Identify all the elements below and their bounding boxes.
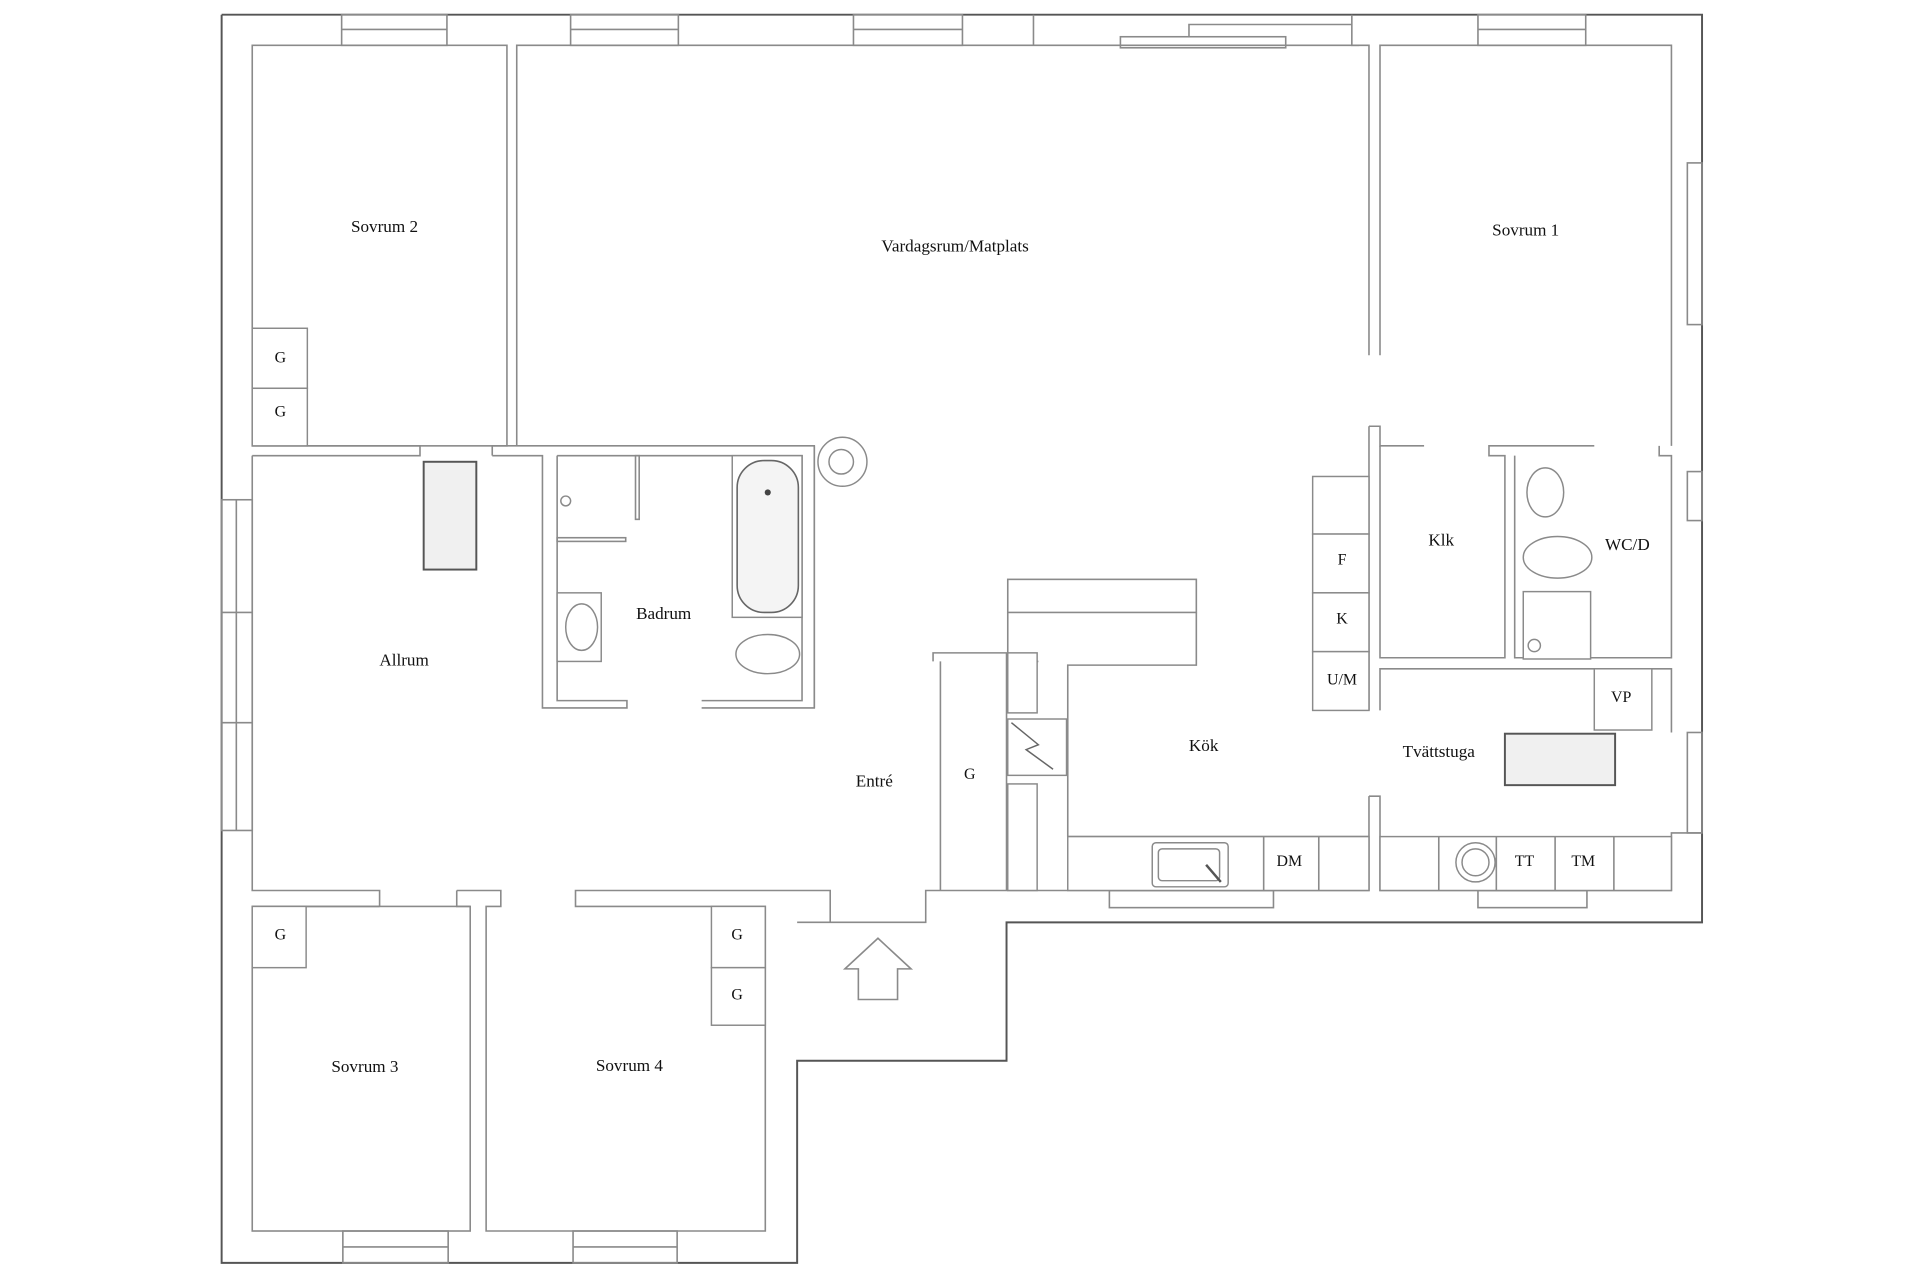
room-labels: Sovrum 2 Vardagsrum/Matplats Sovrum 1 Al… — [331, 217, 1649, 1076]
entrance-arrow-icon — [842, 937, 914, 1001]
wc-sink-icon — [1526, 467, 1565, 518]
room-label-kok: Kök — [1189, 736, 1219, 755]
heat-pump-label: VP — [1611, 689, 1631, 706]
wardrobe-label: G — [731, 986, 742, 1003]
room-label-vardagsrum: Vardagsrum/Matplats — [881, 236, 1029, 255]
wc-toilet-icon — [1522, 535, 1593, 579]
bathroom-fixtures — [422, 436, 1593, 675]
washing-machine-label: TM — [1571, 853, 1595, 870]
room-label-klk: Klk — [1428, 530, 1454, 549]
kitchen-appliance-column — [1311, 475, 1370, 712]
room-label-sovrum-2: Sovrum 2 — [351, 217, 418, 236]
interior-walls — [220, 13, 1703, 1264]
laundry-bench-icon — [1503, 732, 1617, 787]
wardrobe-label: G — [275, 350, 286, 367]
wardrobe-label: G — [275, 403, 286, 420]
room-label-tvattstuga: Tvättstuga — [1403, 742, 1476, 761]
freezer-label: F — [1338, 552, 1347, 569]
room-label-sovrum-4: Sovrum 4 — [596, 1056, 664, 1075]
shower-icon — [560, 495, 572, 507]
radiator-icon — [422, 460, 478, 571]
kitchen-counter — [1067, 835, 1370, 892]
oven-microwave-label: U/M — [1327, 672, 1357, 689]
room-label-allrum: Allrum — [379, 650, 429, 669]
fixture-labels: G G G G G G F K U/M DM VP TT TM — [275, 350, 1632, 1004]
dishwasher-label: DM — [1277, 853, 1303, 870]
toilet-icon — [735, 633, 801, 675]
wardrobe-label: G — [731, 926, 742, 943]
stove-column — [1007, 652, 1068, 892]
room-label-wcd: WC/D — [1605, 535, 1650, 554]
laundry-counter — [1379, 668, 1673, 892]
room-label-sovrum-1: Sovrum 1 — [1492, 220, 1559, 239]
wardrobe-label: G — [275, 926, 286, 943]
outer-walls — [220, 13, 1704, 1264]
dryer-label: TT — [1515, 853, 1535, 870]
room-label-badrum: Badrum — [636, 604, 692, 623]
wardrobes — [251, 327, 767, 1026]
room-label-sovrum-3: Sovrum 3 — [331, 1057, 398, 1076]
fridge-label: K — [1336, 610, 1348, 627]
wardrobe-label: G — [964, 766, 975, 783]
room-label-entre: Entré — [856, 772, 893, 791]
